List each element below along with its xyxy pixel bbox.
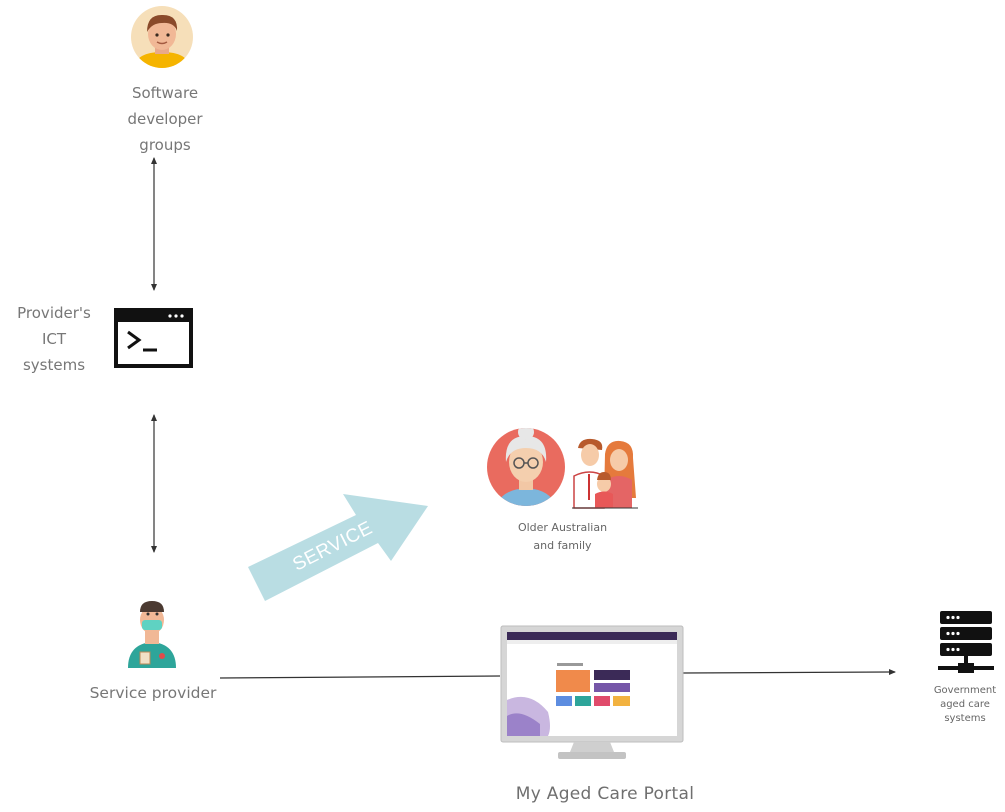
developer-avatar-icon [131,6,193,68]
provider-portal-connector [219,675,501,679]
portal-label: My Aged Care Portal [515,784,695,804]
service-arrow [248,494,428,601]
ict-systems-label: Provider's ICT systems [17,304,91,374]
nurse-icon [128,601,176,668]
portal-government-connector [682,669,896,676]
older-person-avatar-icon [487,428,565,506]
family-group-icon [572,438,638,509]
government-systems-label: Government aged care systems [933,685,997,724]
developer-label: Software developer groups [127,84,203,154]
server-stack-icon [938,611,994,673]
older-australian-label: Older Australian and family [517,521,608,552]
terminal-window-icon [114,308,193,368]
desktop-monitor-icon [500,625,684,759]
service-provider-label: Service provider [89,684,217,702]
